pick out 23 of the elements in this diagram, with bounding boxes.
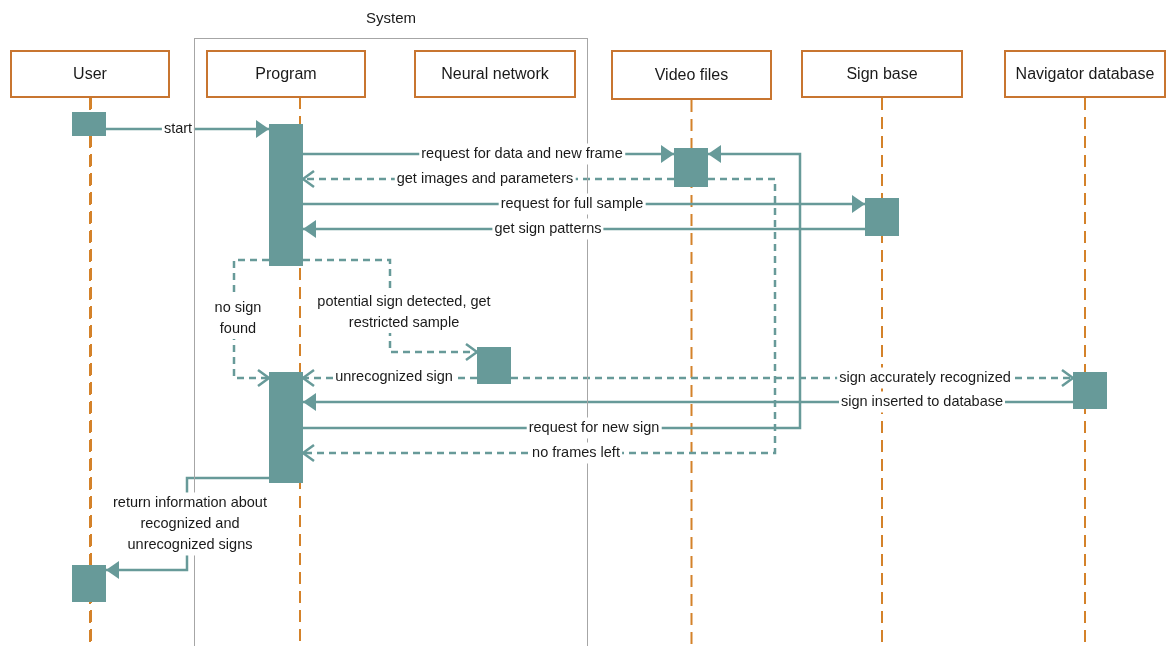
activation-bar [72,112,106,136]
activation-bar [1073,372,1107,409]
lifeline-header: Program [206,50,366,98]
activation-bar [865,198,899,236]
lifeline-header: Video files [611,50,772,100]
frame-title: System [365,9,417,26]
edge-label: get sign patterns [492,218,604,240]
lifeline-header: Neural network [414,50,576,98]
edge-label: request for data and new frame [419,143,625,165]
activation-bar [269,372,303,483]
edge-label: sign accurately recognized [837,367,1013,389]
edge-label: no frames left [530,442,622,464]
lifeline-header: User [10,50,170,98]
lifeline-header: Sign base [801,50,963,98]
lifeline-header: Navigator database [1004,50,1166,98]
edge-label: request for full sample [498,193,646,215]
activation-bar [674,148,708,187]
activation-bar [72,565,106,602]
edge-label: request for new sign [526,417,662,439]
message-arrow [303,258,479,362]
edge-label: sign inserted to database [839,391,1005,413]
activation-bar [477,347,511,384]
activation-bar [269,124,303,266]
